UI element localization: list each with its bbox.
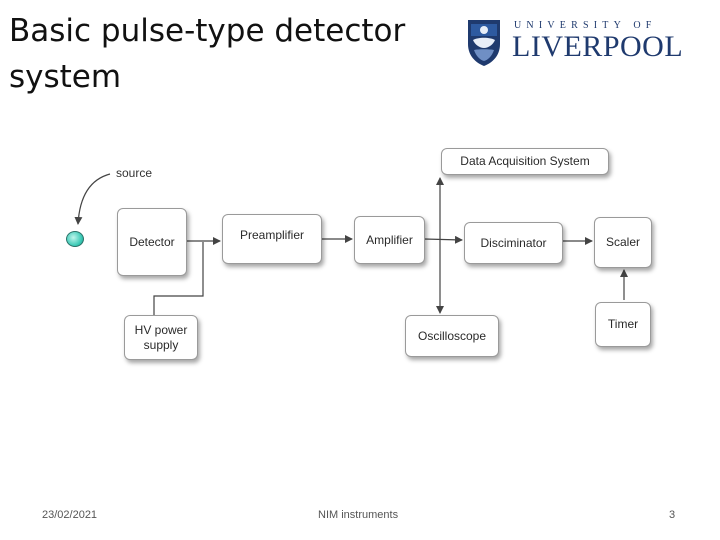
scaler-box: Scaler (594, 217, 652, 268)
timer-box: Timer (595, 302, 651, 347)
logo-university-of: UNIVERSITY OF (514, 20, 657, 31)
amplifier-box: Amplifier (354, 216, 425, 264)
source-label: source (116, 166, 153, 180)
preamplifier-box: Preamplifier (222, 214, 322, 264)
slide-title: Basic pulse-type detector system (9, 13, 406, 95)
hv-power-supply-box: HV power supply (124, 315, 198, 360)
logo-liverpool: LIVERPOOL (512, 30, 684, 63)
university-logo: UNIVERSITY OF LIVERPOOL (466, 16, 683, 70)
oscilloscope-box: Oscilloscope (405, 315, 499, 357)
radiation-source-icon (66, 231, 84, 247)
data-acquisition-box: Data Acquisition System (441, 148, 609, 175)
footer-date: 23/02/2021 (42, 509, 98, 521)
crest-icon (468, 20, 500, 66)
page-number: 3 (669, 509, 676, 521)
footer-center-text: NIM instruments (318, 509, 399, 521)
discriminator-box: Disciminator (464, 222, 563, 264)
detector-box: Detector (117, 208, 187, 276)
